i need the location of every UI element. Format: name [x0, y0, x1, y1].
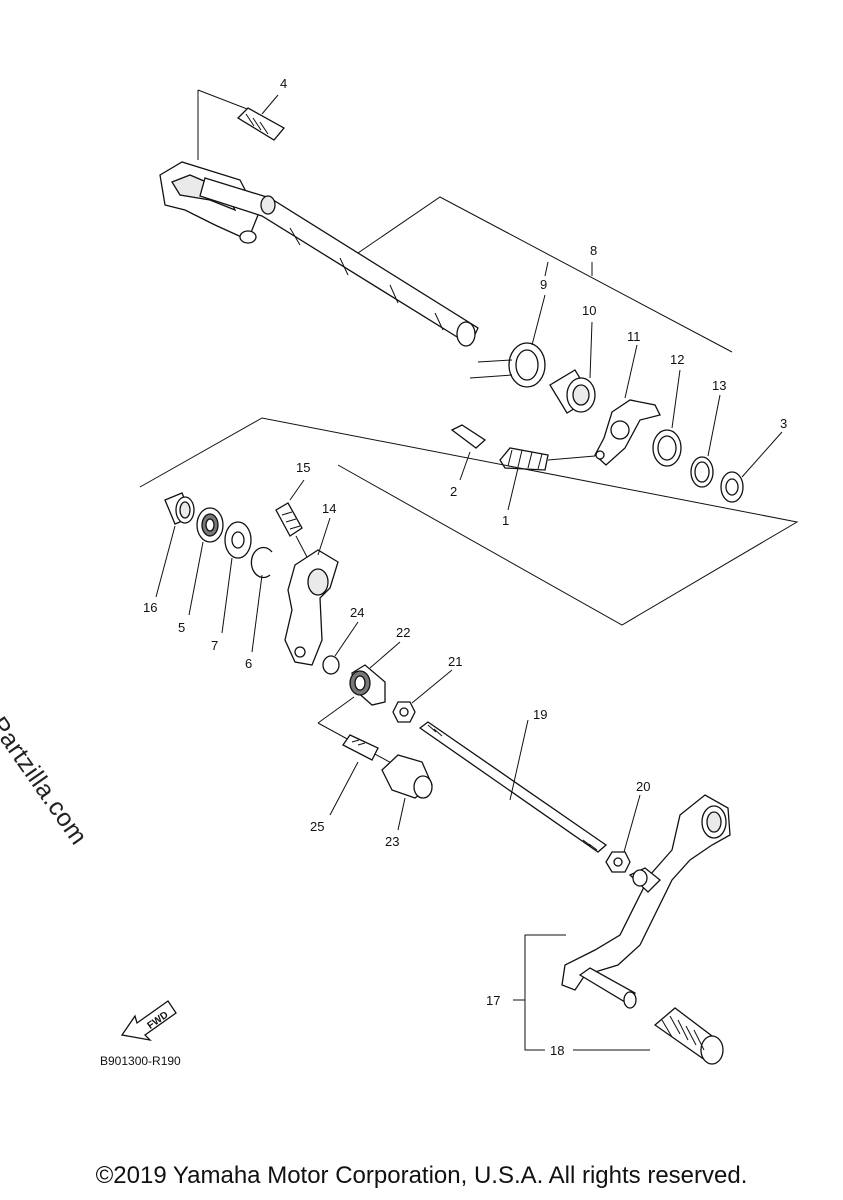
callout-10: 10 [582, 303, 596, 318]
cover-part-23 [381, 754, 433, 831]
callout-14: 14 [322, 501, 336, 516]
callout-20: 20 [636, 779, 650, 794]
shift-shaft [159, 161, 479, 347]
leader-line [317, 696, 355, 724]
callout-11: 11 [627, 329, 641, 344]
bolt-part-2 [450, 424, 487, 481]
callout-6: 6 [245, 656, 252, 671]
washer-part-3 [720, 431, 783, 503]
circlip-part-6 [250, 546, 273, 653]
collar-part-10 [549, 321, 596, 414]
callout-2: 2 [450, 484, 457, 499]
spring-part-1 [499, 447, 596, 511]
spring-part-9 [469, 294, 546, 388]
group-bracket-8 [354, 196, 733, 353]
callout-13: 13 [712, 378, 726, 393]
oil-seal-part-5 [188, 507, 224, 616]
copyright-notice: ©2019 Yamaha Motor Corporation, U.S.A. A… [95, 1162, 748, 1189]
stopper-lever-part-11 [594, 344, 661, 466]
fwd-arrow-icon: FWD [120, 1000, 177, 1042]
callout-22: 22 [396, 625, 410, 640]
nut-part-20 [605, 794, 641, 873]
callout-3: 3 [780, 416, 787, 431]
callout-9: 9 [540, 277, 547, 292]
callout-25: 25 [310, 819, 324, 834]
group-outline-arm [139, 417, 799, 626]
leader-line [544, 261, 549, 277]
callout-1: 1 [502, 513, 509, 528]
washer-part-7 [221, 521, 252, 634]
shift-pedal-part-17 [561, 794, 731, 1009]
callout-21: 21 [448, 654, 462, 669]
callout-15: 15 [296, 460, 310, 475]
shift-arm-part-14 [284, 517, 339, 666]
bushing-part-16 [155, 492, 195, 598]
callout-18: 18 [550, 1043, 564, 1058]
callout-12: 12 [670, 352, 684, 367]
bolt-part-15 [275, 479, 319, 579]
callout-17: 17 [486, 993, 500, 1008]
group-bracket-17 [524, 934, 566, 1051]
circlip-part-13 [690, 394, 721, 488]
callout-8: 8 [590, 243, 597, 258]
stud-bolt-part-4 [236, 94, 286, 141]
washer-part-12 [652, 369, 682, 467]
callout-4: 4 [280, 76, 287, 91]
bolt-part-25 [329, 734, 379, 816]
footpeg-rubber-part-18 [653, 1007, 724, 1065]
callout-23: 23 [385, 834, 399, 849]
shift-rod-part-19 [418, 719, 608, 853]
callout-19: 19 [533, 707, 547, 722]
callout-5: 5 [178, 620, 185, 635]
leader-line [197, 89, 256, 113]
callout-7: 7 [211, 638, 218, 653]
reference-code: B901300-R190 [100, 1054, 181, 1068]
collar-part-24 [322, 621, 359, 675]
callout-24: 24 [350, 605, 364, 620]
callout-16: 16 [143, 600, 157, 615]
nut-part-21 [392, 669, 453, 723]
rod-end-part-22 [349, 641, 401, 706]
